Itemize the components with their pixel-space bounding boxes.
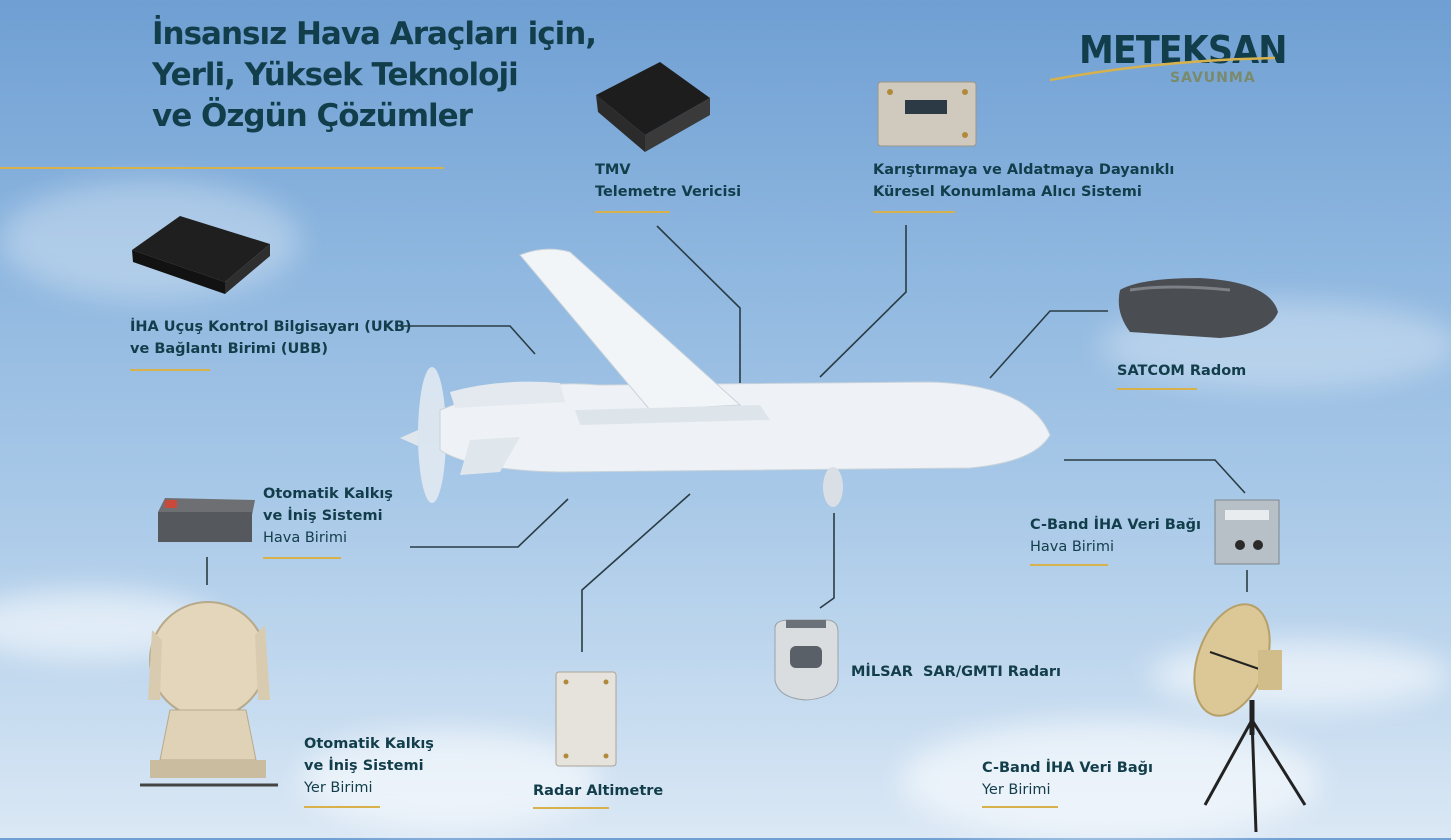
label-underline <box>304 806 380 808</box>
label-oki-air: Otomatik Kalkış ve İniş Sistemi Hava Bir… <box>263 483 393 549</box>
label-underline <box>533 807 609 809</box>
label-oki-air-title: Otomatik Kalkış <box>263 486 393 502</box>
leader-line-cband-air <box>1064 459 1246 494</box>
leader-line-milsar <box>819 513 835 609</box>
label-altimeter: Radar Altimetre <box>533 780 663 802</box>
label-underline <box>1117 388 1197 390</box>
label-satcom-title: SATCOM Radom <box>1117 363 1247 379</box>
label-oki-ground: Otomatik Kalkış ve İniş Sistemi Yer Biri… <box>304 733 434 799</box>
label-cband-ground-title: C-Band İHA Veri Bağı <box>982 760 1153 776</box>
label-underline <box>873 211 955 213</box>
oki-air-unit-icon <box>158 498 255 542</box>
label-oki-air-subtitle: Hava Birimi <box>263 530 347 546</box>
cband-ground-antenna-icon <box>1193 603 1307 833</box>
label-oki-air-title2: ve İniş Sistemi <box>263 508 383 524</box>
label-gnss-subtitle: Küresel Konumlama Alıcı Sistemi <box>873 184 1142 200</box>
label-milsar: MİLSAR SAR/GMTI Radarı <box>851 661 1061 683</box>
label-underline <box>263 557 341 559</box>
label-oki-ground-title: Otomatik Kalkış <box>304 736 434 752</box>
label-milsar-title: MİLSAR SAR/GMTI Radarı <box>851 664 1062 680</box>
label-underline <box>130 369 210 371</box>
gnss-receiver-icon <box>877 81 977 147</box>
label-underline <box>982 806 1058 808</box>
label-ukb: İHA Uçuş Kontrol Bilgisayarı (UKB) ve Ba… <box>130 316 412 360</box>
label-underline <box>595 211 670 213</box>
leader-line-tmv <box>656 225 741 383</box>
satcom-radome-icon <box>1118 278 1278 338</box>
label-tmv-title: TMV <box>595 162 631 178</box>
flight-computer-icon <box>132 216 270 294</box>
label-ukb-subtitle: ve Bağlantı Birimi (UBB) <box>130 341 328 357</box>
label-gnss: Karıştırmaya ve Aldatmaya Dayanıklı Küre… <box>873 159 1174 203</box>
logo-sub: SAVUNMA <box>1170 70 1256 86</box>
label-underline <box>1030 564 1108 566</box>
title-line: Yerli, Yüksek Teknoloji <box>152 57 519 93</box>
label-cband-air: C-Band İHA Veri Bağı Hava Birimi <box>1030 514 1201 558</box>
label-satcom: SATCOM Radom <box>1117 360 1246 382</box>
label-oki-ground-subtitle: Yer Birimi <box>304 780 373 796</box>
label-tmv-subtitle: Telemetre Vericisi <box>595 184 742 200</box>
leader-line-gnss <box>819 225 907 378</box>
label-ukb-title: İHA Uçuş Kontrol Bilgisayarı (UKB) <box>130 319 412 335</box>
logo-swoosh-icon <box>1050 56 1276 82</box>
title-line: İnsansız Hava Araçları için, <box>152 16 597 52</box>
leader-line-oki-air <box>410 498 569 548</box>
uav-drone-icon <box>400 248 1051 507</box>
leader-line-altimeter <box>581 493 691 652</box>
logo-name: METEKSAN <box>1079 28 1288 72</box>
label-cband-ground-subtitle: Yer Birimi <box>982 782 1051 798</box>
title-underline <box>0 167 444 169</box>
label-cband-air-title: C-Band İHA Veri Bağı <box>1030 517 1201 533</box>
cband-air-unit-icon <box>1214 499 1280 565</box>
leader-line-ukb <box>400 325 536 355</box>
cloud <box>300 730 600 830</box>
leader-line-satcom <box>989 310 1108 379</box>
label-altimeter-title: Radar Altimetre <box>533 783 664 799</box>
page-title: İnsansız Hava Araçları için, Yerli, Yüks… <box>152 14 597 137</box>
tmv-device-icon <box>596 62 710 152</box>
oki-ground-unit-icon <box>140 601 278 787</box>
label-cband-ground: C-Band İHA Veri Bağı Yer Birimi <box>982 757 1153 801</box>
milsar-radar-icon <box>774 619 839 701</box>
title-line: ve Özgün Çözümler <box>152 98 473 134</box>
label-gnss-title: Karıştırmaya ve Aldatmaya Dayanıklı <box>873 162 1175 178</box>
label-oki-ground-title2: ve İniş Sistemi <box>304 758 424 774</box>
label-tmv: TMV Telemetre Vericisi <box>595 159 741 203</box>
cloud <box>900 720 1320 840</box>
label-cband-air-subtitle: Hava Birimi <box>1030 539 1114 555</box>
radar-altimeter-icon <box>555 671 617 767</box>
